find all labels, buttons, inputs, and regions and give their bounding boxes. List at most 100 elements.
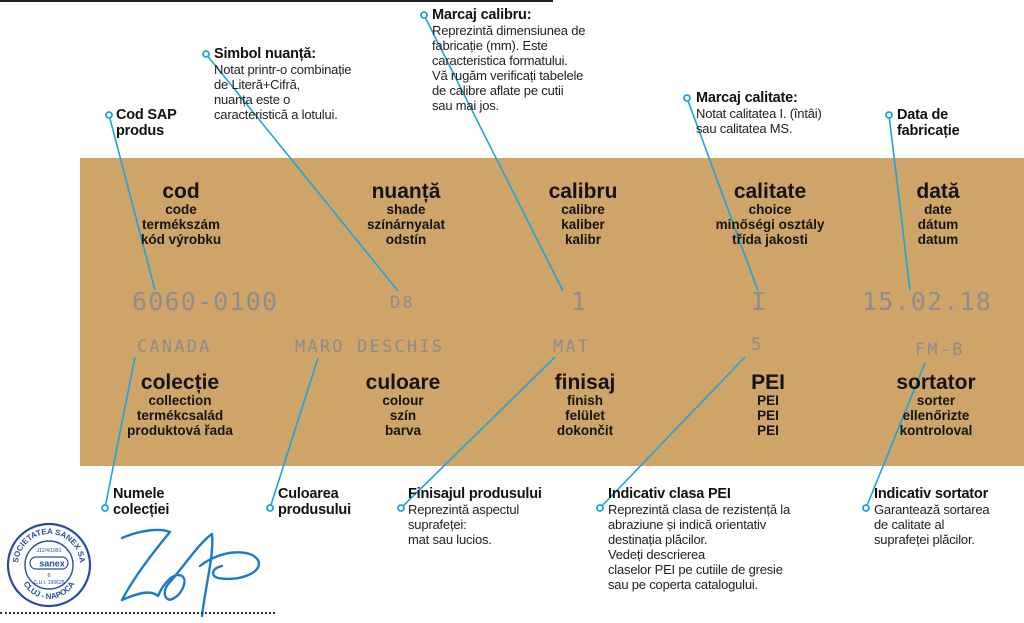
head-t2: színárnyalat: [366, 217, 446, 232]
value-calibru: 1: [571, 287, 588, 316]
head-calitate: calitate choice minőségi osztály třída j…: [690, 181, 850, 247]
value-sortator: FM-B: [915, 340, 965, 360]
signature-line: [0, 612, 275, 614]
callout-line: suprafeței:: [408, 517, 467, 532]
callout-line: de calitate al: [874, 517, 945, 532]
callout-line: caracteristica formatului.: [432, 53, 568, 68]
head-t1: collection: [148, 393, 212, 408]
stamp-cui: C.U.I. 199625: [34, 580, 65, 586]
callout-title: Culoarea produsului: [278, 486, 351, 518]
leader-colectie: [104, 356, 136, 509]
callout-line: claselor PEI pe cutiile de gresie: [608, 562, 783, 577]
callout-title: Cod SAP produs: [116, 107, 177, 139]
leader-culoare: [269, 357, 319, 509]
head-t1: code: [165, 202, 197, 217]
head-t1: shade: [386, 202, 426, 217]
head-t1: date: [924, 202, 952, 217]
head-key: finisaj: [554, 371, 616, 394]
top-rule: [0, 0, 553, 2]
value-finisaj: MAT: [553, 337, 591, 357]
head-t2: kaliber: [561, 217, 605, 232]
head-key: nuanță: [371, 180, 441, 203]
leader-dot: [683, 94, 691, 102]
value-colectie: CANADA: [137, 337, 212, 357]
value-cod: 6060-0100: [132, 287, 279, 316]
callout-marcaj-calibru: Marcaj calibru: Reprezintă dimensiunea d…: [432, 7, 662, 113]
callout-marcaj-calitate: Marcaj calitate: Notat calitatea I. (înt…: [696, 90, 881, 136]
callout-finisajul-produsului: Finisajul produsului Reprezintă aspectul…: [408, 486, 588, 547]
callout-line: Notat printr-o combinație: [214, 62, 352, 77]
callout-title: Marcaj calitate:: [696, 90, 798, 106]
head-t3: PEI: [757, 423, 779, 438]
head-t2: ellenőrizte: [902, 408, 970, 423]
callout-line: caracteristică a lotului.: [214, 107, 338, 122]
head-t2: PEI: [757, 408, 779, 423]
head-calibru: calibru calibre kaliber kalibr: [503, 181, 663, 247]
callout-line: Garantează sortarea: [874, 502, 990, 517]
leader-pei: [599, 356, 746, 509]
value-nuanta: D8: [390, 293, 415, 313]
head-finisaj: finisaj finish felület dokončit: [505, 372, 665, 438]
value-data: 15.02.18: [862, 287, 993, 316]
leader-dot: [420, 11, 428, 19]
head-key: calitate: [733, 180, 807, 203]
callout-line: sau calitatea MS.: [696, 121, 793, 136]
head-t3: třída jakosti: [732, 232, 808, 247]
callout-line: destinația plăcilor.: [608, 532, 708, 547]
leader-dot: [885, 111, 893, 119]
head-t3: produktová řada: [127, 423, 233, 438]
callout-line: nuanța este o: [214, 92, 291, 107]
head-key: cod: [162, 180, 200, 203]
head-cod: cod code termékszám kód výrobku: [101, 181, 261, 247]
head-colectie: colecție collection termékcsalád produkt…: [100, 372, 260, 438]
callout-title: Numele colecției: [113, 486, 170, 518]
head-t2: dátum: [917, 217, 959, 232]
head-key: colecție: [140, 371, 220, 394]
callout-line: Notat calitatea I. (întâi): [696, 106, 822, 121]
head-t2: termékszám: [141, 217, 221, 232]
stamp-brand: sanex: [39, 559, 65, 569]
value-culoare: MARO DESCHIS: [295, 337, 445, 357]
callout-line: de Literă+Cifră,: [214, 77, 301, 92]
leader-dot: [202, 50, 210, 58]
head-t3: barva: [384, 423, 422, 438]
callout-title: Indicativ sortator: [874, 486, 989, 502]
head-key: calibru: [548, 180, 618, 203]
callout-line: Reprezintă aspectul: [408, 502, 520, 517]
callout-indicativ-clasa-pei: Indicativ clasa PEI Reprezintă clasa de …: [608, 486, 848, 592]
callout-line: mat sau lucios.: [408, 532, 492, 547]
head-t2: minőségi osztály: [715, 217, 825, 232]
callout-line: Vedeți descrierea: [608, 547, 706, 562]
head-pei: PEI PEI PEI PEI: [688, 372, 848, 438]
label-panel: [80, 158, 1024, 466]
head-nuanta: nuanță shade színárnyalat odstín: [326, 181, 486, 247]
head-key: PEI: [751, 371, 785, 394]
leader-marcaj-calitate: [686, 97, 759, 292]
head-t1: colour: [382, 393, 424, 408]
callout-data-fabricatie: Data de fabricație: [897, 107, 987, 139]
leader-dot: [397, 504, 405, 512]
callout-cod-sap: Cod SAP produs: [116, 107, 196, 139]
callout-title: Simbol nuanță:: [214, 46, 316, 62]
leader-finisaj: [400, 356, 556, 509]
head-t1: sorter: [916, 393, 956, 408]
head-t1: finish: [567, 393, 603, 408]
callout-title: Finisajul produsului: [408, 486, 542, 502]
callout-title: Indicativ clasa PEI: [608, 486, 731, 502]
callout-line: sau pe coperta catalogului.: [608, 577, 758, 592]
head-t1: calibre: [561, 202, 605, 217]
head-t3: dokončit: [556, 423, 614, 438]
head-t3: kalibr: [564, 232, 602, 247]
head-t1: PEI: [757, 393, 779, 408]
callout-numele-colectiei: Numele colecției: [113, 486, 193, 518]
value-calitate: I: [751, 287, 768, 316]
leader-marcaj-calibru: [423, 14, 564, 292]
callout-title: Data de fabricație: [897, 107, 960, 139]
leader-sortator: [865, 362, 926, 509]
leader-cod-sap: [108, 114, 156, 291]
head-t3: datum: [917, 232, 959, 247]
stamp-reg: J12/4/1991: [37, 548, 62, 554]
callout-line: Reprezintă clasa de rezistență la: [608, 502, 791, 517]
leader-dot: [266, 504, 274, 512]
